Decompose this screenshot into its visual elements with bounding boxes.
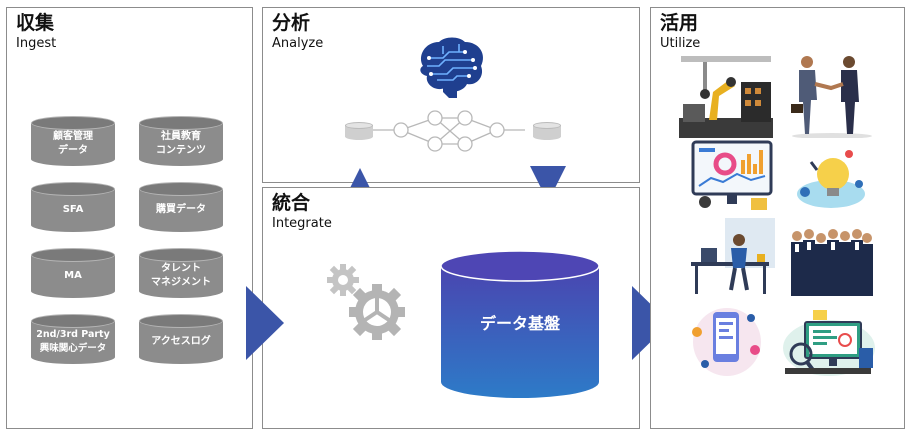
gear-icon [327, 264, 405, 340]
source-db-label: タレント マネジメント [151, 263, 211, 288]
data-foundation-db [440, 250, 600, 398]
mobile-app-icon [692, 308, 761, 376]
source-db-label: SFA [62, 204, 84, 215]
source-db-sfa: SFA [31, 182, 115, 232]
team-icon [791, 229, 873, 296]
source-db-label: 購買データ [156, 204, 206, 215]
monitor-analytics-icon [783, 310, 875, 376]
source-db-label: アクセスログ [151, 336, 211, 347]
integrate-panel: 統合 Integrate [262, 187, 640, 429]
source-db-label: 社員教育 コンテンツ [156, 131, 206, 156]
utilize-title: 活用 [660, 12, 699, 34]
source-db-customer: 顧客管理 データ [31, 116, 115, 166]
dashboard-icon [691, 140, 773, 210]
source-db-interest: 2nd/3rd Party 興味関心データ [31, 314, 115, 364]
source-db-purchase: 購買データ [139, 182, 223, 232]
ingest-subtitle: Ingest [16, 36, 57, 51]
source-db-label: 顧客管理 データ [53, 131, 93, 156]
brain-circuit-icon [420, 37, 484, 98]
flow-arrow-icon [246, 286, 284, 360]
analyze-title: 分析 [272, 12, 311, 34]
source-db-talent: タレント マネジメント [139, 248, 223, 298]
source-db-training: 社員教育 コンテンツ [139, 116, 223, 166]
data-foundation-label: データ基盤 [479, 314, 560, 333]
integrate-title: 統合 [272, 192, 311, 214]
analysis-network-icon [373, 110, 525, 152]
handshake-icon [791, 56, 872, 138]
desk-worker-icon [691, 218, 775, 294]
source-db-accesslog: アクセスログ [139, 314, 223, 364]
ingest-title: 収集 [16, 12, 55, 34]
factory-robot-icon [679, 56, 773, 138]
source-db-label: 2nd/3rd Party 興味関心データ [36, 329, 110, 354]
analyze-panel: 分析 Analyze [262, 7, 640, 183]
analysis-output-db-icon [533, 122, 561, 140]
ingest-panel: 収集 Ingest 顧客管理 データ 社員教育 コンテンツ SFA 購買データ … [6, 7, 253, 429]
integrate-subtitle: Integrate [272, 216, 332, 231]
lightbulb-icon [797, 150, 865, 208]
utilize-subtitle: Utilize [660, 36, 701, 51]
analyze-subtitle: Analyze [272, 36, 324, 51]
down-arrow-icon [530, 166, 566, 202]
source-db-label: MA [64, 270, 82, 281]
analysis-input-db-icon [345, 122, 373, 140]
utilize-panel: 活用 Utilize [650, 7, 905, 429]
source-db-ma: MA [31, 248, 115, 298]
